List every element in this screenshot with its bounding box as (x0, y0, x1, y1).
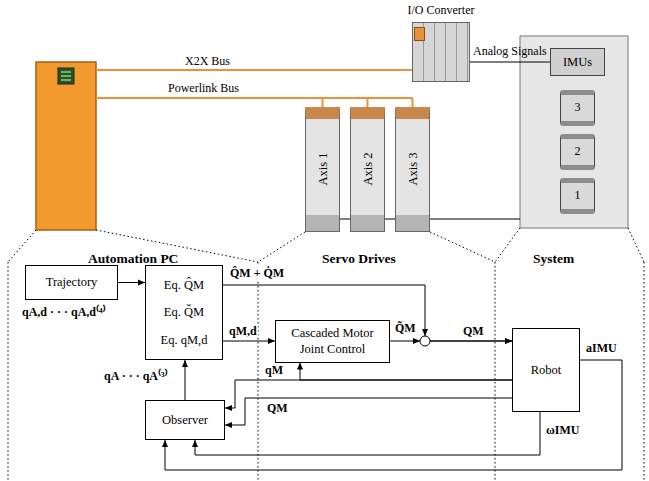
signal-label: qM (265, 363, 283, 377)
equation-box: Eq. Q̂M Eq. Q̌M Eq. qM,d (145, 265, 223, 360)
connector-line (430, 341, 512, 342)
io-converter: I/O Converter (412, 22, 470, 82)
node-text: Axis 1 (314, 153, 330, 186)
servo-drive: Axis 1 (305, 107, 340, 232)
signal-label: QM (463, 324, 484, 338)
connector-line (195, 412, 540, 455)
section-heading: Automation PC (88, 251, 178, 267)
node-text: Cascaded Motor Joint Control (285, 325, 381, 358)
section-heading: Servo Drives (322, 251, 396, 267)
node-text: Eq. Q̌M (164, 304, 204, 320)
x2x-bus-line (96, 69, 412, 71)
summing-junction (420, 336, 430, 346)
node-text: Axis 3 (404, 153, 420, 186)
observer-box: Observer (145, 400, 225, 440)
connector-line (223, 341, 275, 342)
signal-connector (225, 398, 512, 425)
connector-line (300, 363, 512, 381)
section-heading: System (533, 251, 574, 267)
analog-signal-line (470, 62, 550, 63)
connector-line (225, 398, 512, 425)
node-text: Observer (162, 412, 208, 428)
signal-connector (390, 341, 512, 342)
motor-cable (430, 219, 520, 220)
section-dotted-lines (8, 228, 644, 481)
signal-label: qA,d · · · qA,d⁽⁴⁾ (22, 305, 106, 319)
signal-connector (118, 282, 145, 283)
signal-label: QM (267, 401, 288, 415)
node-text: Eq. qM,d (161, 332, 208, 348)
led (61, 79, 71, 81)
servo-drive: Axis 3 (395, 107, 430, 232)
bus-label: Analog Signals (473, 44, 547, 58)
motor-symbol: 3 (560, 90, 595, 126)
motor-symbol: 1 (560, 178, 595, 214)
node-text: I/O Converter (408, 3, 475, 19)
signal-connector (223, 341, 275, 342)
signal-connector (195, 412, 540, 455)
connector-line (165, 360, 622, 470)
bus-label: Powerlink Bus (168, 81, 239, 95)
node-text: Eq. Q̂M (164, 277, 204, 293)
imu-box: IMUs (550, 48, 605, 76)
node-text: 1 (575, 188, 581, 204)
signal-label: qA · · · qA⁽³⁾ (104, 369, 168, 383)
node-text: IMUs (563, 54, 592, 70)
connector-line (390, 341, 420, 342)
signal-label: ωIMU (546, 423, 579, 437)
automation-pc (36, 62, 96, 230)
signal-label: Q̂M + Q̇M (229, 266, 285, 280)
servo-drive: Axis 2 (350, 107, 385, 232)
motor-symbol: 2 (560, 134, 595, 170)
pc-status-leds (58, 68, 74, 84)
robot-box: Robot (512, 328, 580, 412)
led (61, 75, 71, 77)
connector-line (118, 282, 145, 283)
node-text: Trajectory (46, 274, 98, 290)
connector-line (185, 360, 186, 400)
signal-label: Q̃M (395, 321, 416, 335)
powerlink-bus-line (96, 97, 413, 99)
edge-label: qM,d (228, 324, 258, 338)
node-text: Robot (531, 362, 562, 378)
connector-line (430, 341, 512, 342)
bus-label: X2X Bus (185, 54, 230, 68)
controller-box: Cascaded Motor Joint Control (275, 320, 390, 363)
signal-connector (300, 363, 512, 381)
signal-connector (165, 360, 622, 470)
process-box: Trajectory (25, 265, 118, 300)
connector-tab (414, 27, 425, 41)
motor-cable (385, 219, 395, 220)
node-text: 3 (575, 100, 581, 116)
system-housing (520, 36, 628, 228)
led (61, 71, 71, 73)
signal-label: aIMU (586, 341, 617, 355)
node-text: 2 (575, 144, 581, 160)
node-text: Axis 2 (359, 153, 375, 186)
motor-cable (340, 219, 350, 220)
signal-connector (185, 360, 186, 400)
